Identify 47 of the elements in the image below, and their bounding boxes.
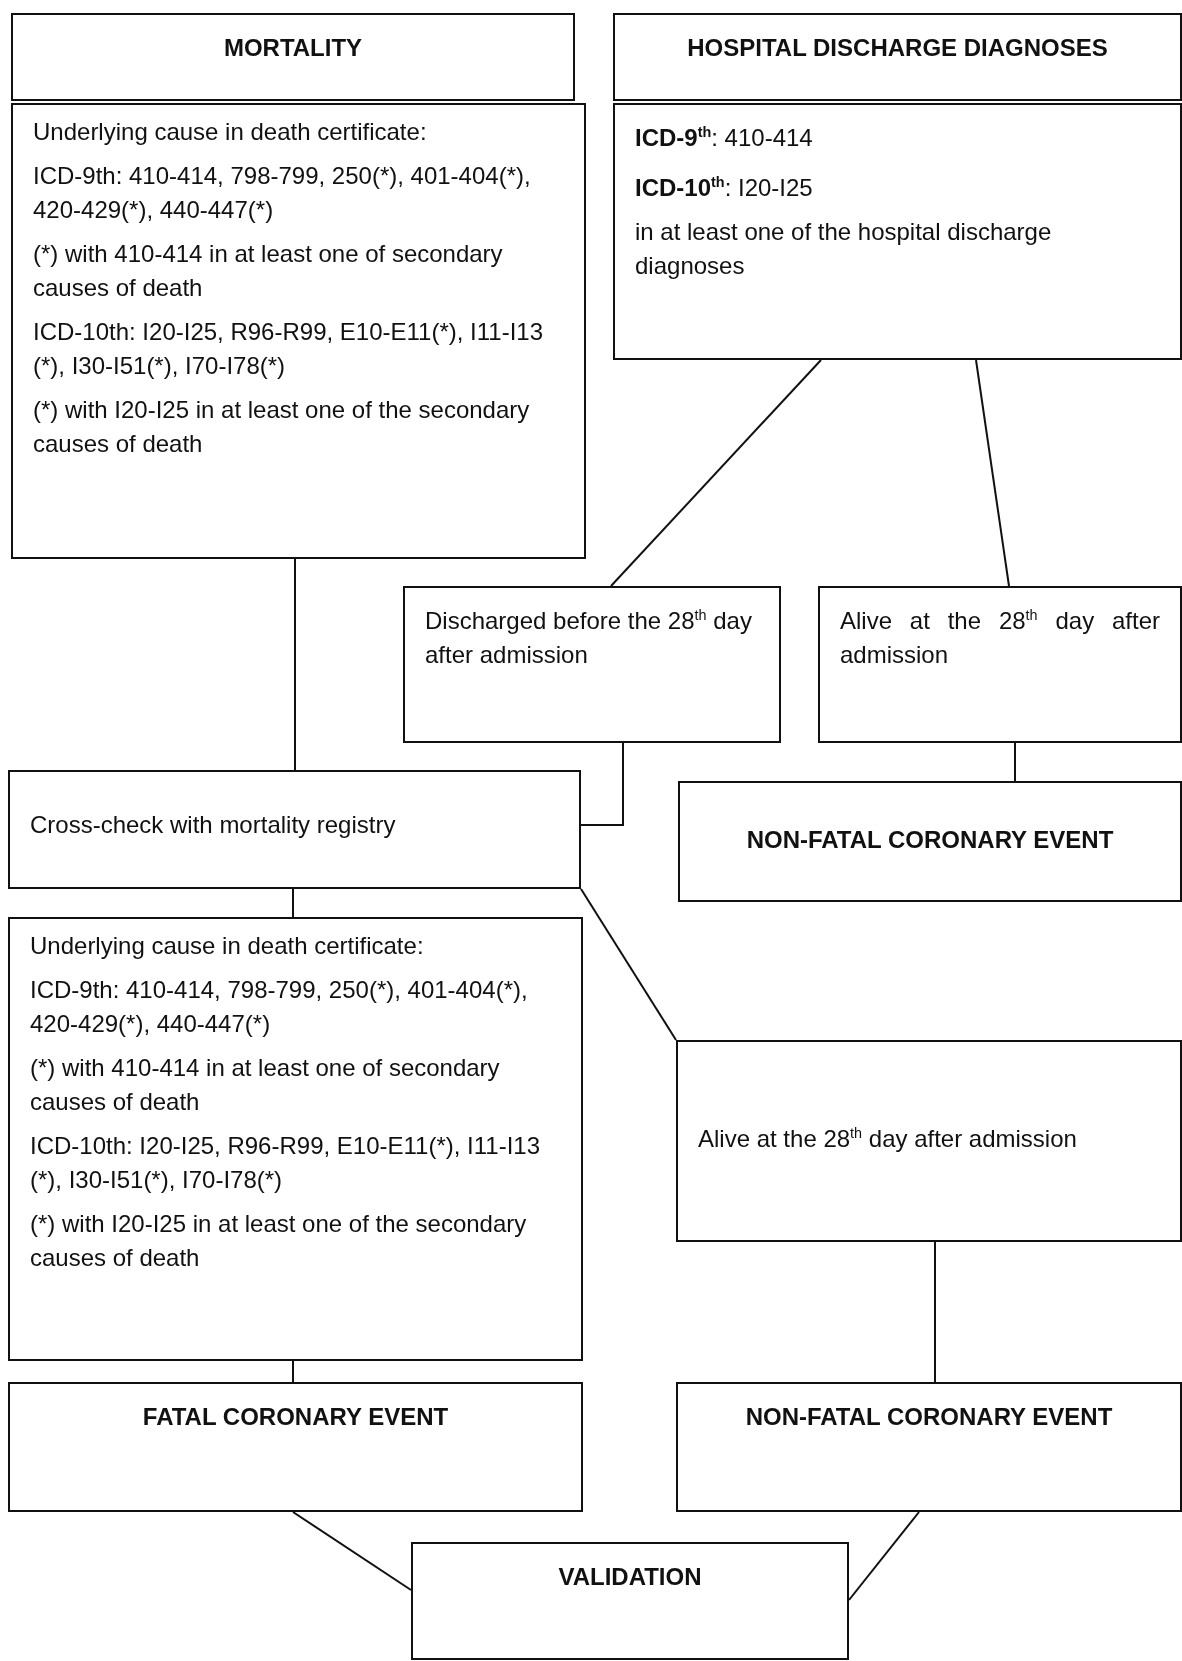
process-box (613, 103, 1182, 360)
box-text: Alive at the 28$^{th}$ day after admission (840, 606, 1160, 670)
box-heading: FATAL CORONARY EVENT (142, 1402, 449, 1432)
box-text: Cross-check with mortality registry (30, 809, 397, 840)
box-text: (*) with 410-414 in at least one of secondary causes of death (33, 239, 504, 303)
connector-line (975, 359, 1010, 587)
box-text: Discharged before the 28$^{th}$ day after admission (425, 606, 753, 670)
box-text: (*) with 410-414 in at least one of secondary causes of death (30, 1053, 501, 1117)
box-text: (*) with I20-I25 in at least one of the secondary causes of death (30, 1209, 528, 1273)
box-heading: HOSPITAL DISCHARGE DIAGNOSES (687, 33, 1108, 63)
connector-line (610, 359, 822, 587)
box-text: ICD-10th: I20-I25, R96-R99, E10-E11(*), I11-I13 (*), I30-I51(*), I70-I78(*) (33, 317, 545, 381)
box-text: Underlying cause in death certificate: (33, 117, 428, 147)
process-box (8, 770, 581, 889)
box-text: Underlying cause in death certificate: (30, 931, 425, 961)
process-box (11, 103, 586, 559)
connector-line (292, 1360, 294, 1383)
process-box (8, 917, 583, 1361)
process-box (678, 781, 1182, 902)
process-box (8, 1382, 583, 1512)
box-text: ICD-9th: 410-414, 798-799, 250(*), 401-404(*), 420-429(*), 440-447(*) (30, 975, 529, 1039)
process-box (613, 13, 1182, 101)
process-box (11, 13, 575, 101)
box-text: ICD-10th: I20-I25, R96-R99, E10-E11(*), I11-I13 (*), I30-I51(*), I70-I78(*) (30, 1131, 542, 1195)
connector-line (292, 888, 294, 918)
process-box (818, 586, 1182, 743)
process-box (403, 586, 781, 743)
box-heading: NON-FATAL CORONARY EVENT (746, 824, 1114, 855)
box-text: in at least one of the hospital discharge diagnoses (635, 217, 1053, 281)
connector-line (294, 558, 296, 771)
box-text: ICD-10$^{th}$: I20-I25 (635, 173, 814, 203)
box-heading: NON-FATAL CORONARY EVENT (745, 1402, 1113, 1432)
connector-line (848, 1511, 920, 1601)
box-text: (*) with I20-I25 in at least one of the secondary causes of death (33, 395, 531, 459)
connector-line (934, 1241, 936, 1383)
box-text: Alive at the 28$^{th}$ day after admission (698, 1124, 1078, 1154)
connector-line (580, 888, 677, 1041)
box-text: ICD-9$^{th}$: 410-414 (635, 123, 814, 153)
connector-line (292, 1511, 412, 1591)
connector-line (1014, 742, 1016, 782)
box-heading: VALIDATION (558, 1562, 702, 1592)
connector-line (580, 742, 624, 826)
process-box (676, 1382, 1182, 1512)
box-heading: MORTALITY (223, 33, 363, 63)
process-box (411, 1542, 849, 1660)
box-text: ICD-9th: 410-414, 798-799, 250(*), 401-404(*), 420-429(*), 440-447(*) (33, 161, 532, 225)
process-box (676, 1040, 1182, 1242)
